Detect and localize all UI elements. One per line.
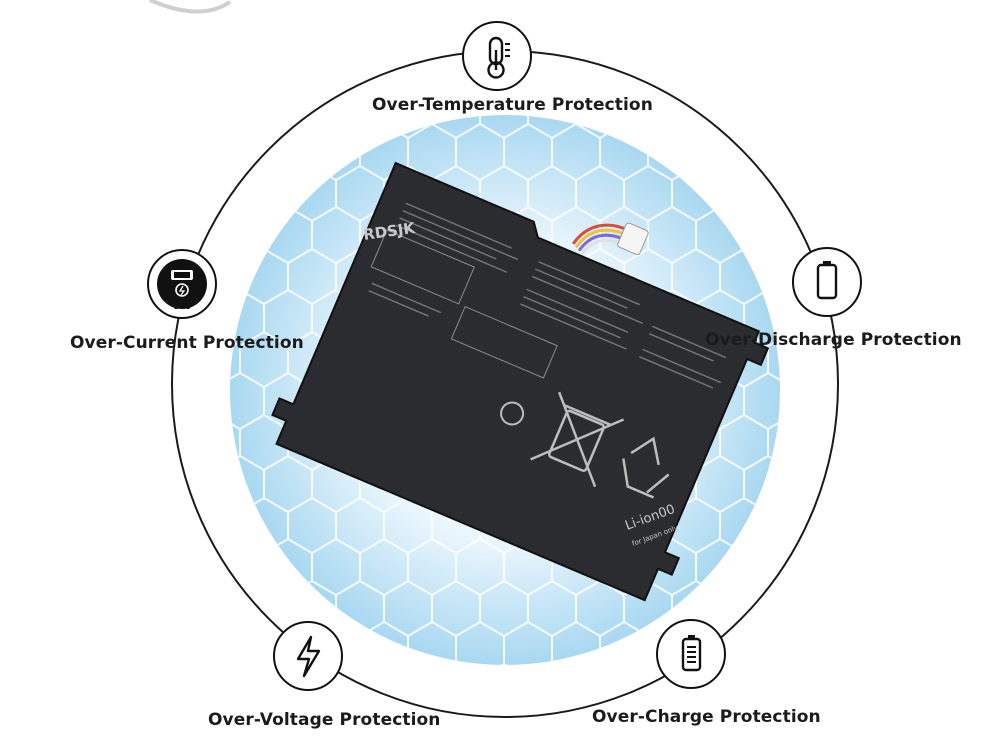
decorative-arc bbox=[149, 0, 232, 14]
lightning-bolt-icon bbox=[273, 621, 343, 691]
over-discharge-label: Over-Discharge Protection bbox=[705, 330, 962, 350]
empty-battery-icon bbox=[792, 247, 862, 317]
laptop-battery bbox=[271, 161, 770, 602]
over-voltage-label: Over-Voltage Protection bbox=[208, 710, 441, 730]
over-charge-label: Over-Charge Protection bbox=[592, 707, 821, 727]
thermometer-icon bbox=[462, 21, 532, 91]
charged-battery-icon bbox=[656, 619, 726, 689]
over-current-label: Over-Current Protection bbox=[70, 333, 304, 353]
ammeter-icon bbox=[147, 249, 217, 319]
over-temperature-label: Over-Temperature Protection bbox=[372, 95, 653, 115]
